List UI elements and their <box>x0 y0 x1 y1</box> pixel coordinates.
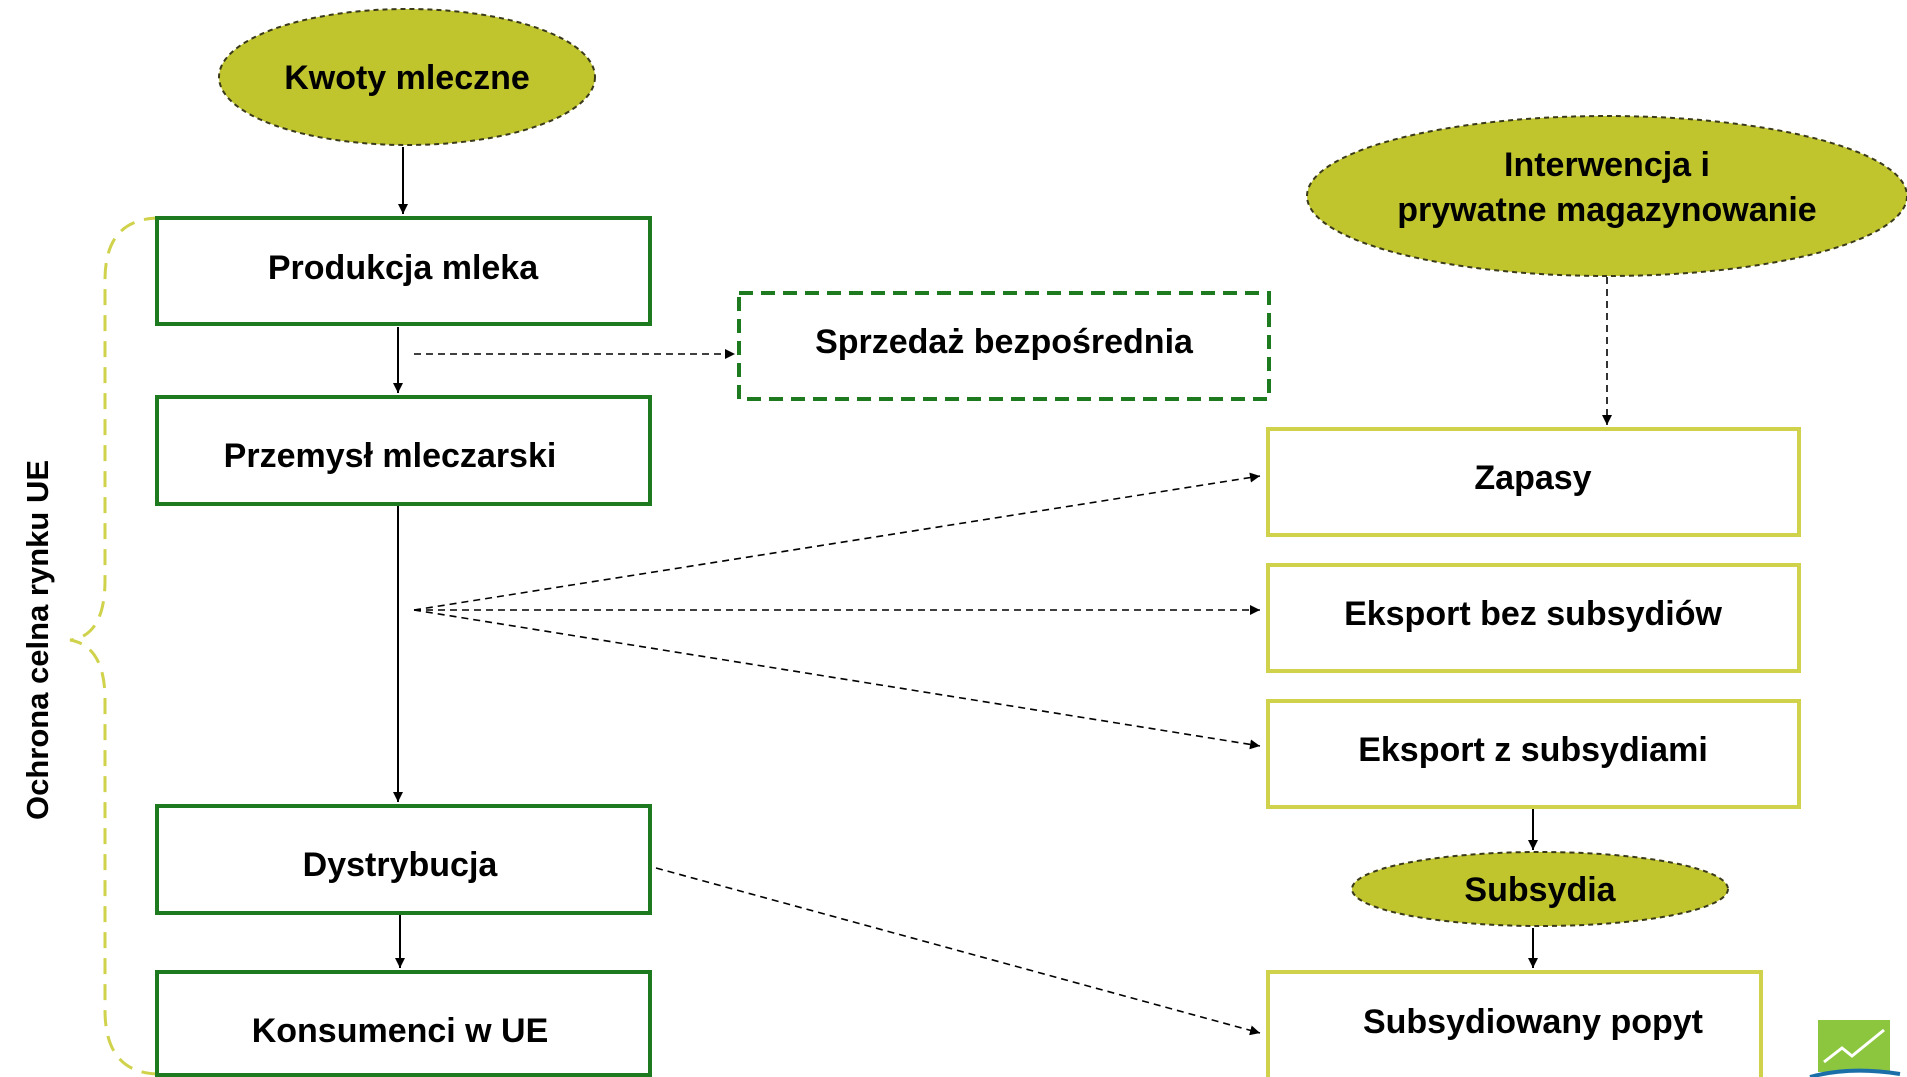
intervention-label-1: Interwencja i <box>1504 146 1710 184</box>
export-subsidy-box <box>1266 699 1801 809</box>
direct-sales-box <box>737 291 1271 401</box>
intervention-ellipse <box>1306 115 1907 277</box>
quota-label: Kwoty mleczne <box>284 59 530 97</box>
intervention-label-2: prywatne magazynowanie <box>1397 191 1816 229</box>
logo <box>1809 1020 1901 1077</box>
quota-ellipse <box>218 8 596 146</box>
side-label: Ochrona celna rynku UE <box>20 460 55 820</box>
arrow-distribution-to-demand <box>655 867 1261 1036</box>
consumers-box <box>155 970 652 1077</box>
consumers-label: Konsumenci w UE <box>252 1012 549 1050</box>
stocks-label: Zapasy <box>1474 459 1591 497</box>
stocks-box <box>1266 427 1801 537</box>
direct-sales-label: Sprzedaż bezpośrednia <box>815 323 1194 361</box>
arrow-industry-to-stocks <box>413 472 1261 611</box>
distribution-label: Dystrybucja <box>303 846 499 884</box>
production-label: Produkcja mleka <box>268 249 539 287</box>
arrow-industry-to-export-subsidy <box>413 609 1261 750</box>
subsidies-label: Subsydia <box>1464 871 1616 909</box>
production-box <box>155 216 652 326</box>
dairy-industry-box <box>155 395 652 506</box>
export-subsidy-label: Eksport z subsydiami <box>1358 731 1708 769</box>
distribution-box <box>155 804 652 915</box>
subsidies-ellipse <box>1351 851 1729 927</box>
side-brace <box>69 216 161 1076</box>
export-no-subsidy-label: Eksport bez subsydiów <box>1344 595 1722 633</box>
export-no-subsidy-box <box>1266 563 1801 673</box>
dairy-industry-label: Przemysł mleczarski <box>224 437 557 475</box>
subsidised-demand-box <box>1266 970 1763 1077</box>
subsidised-demand-label: Subsydiowany popyt <box>1363 1003 1703 1041</box>
